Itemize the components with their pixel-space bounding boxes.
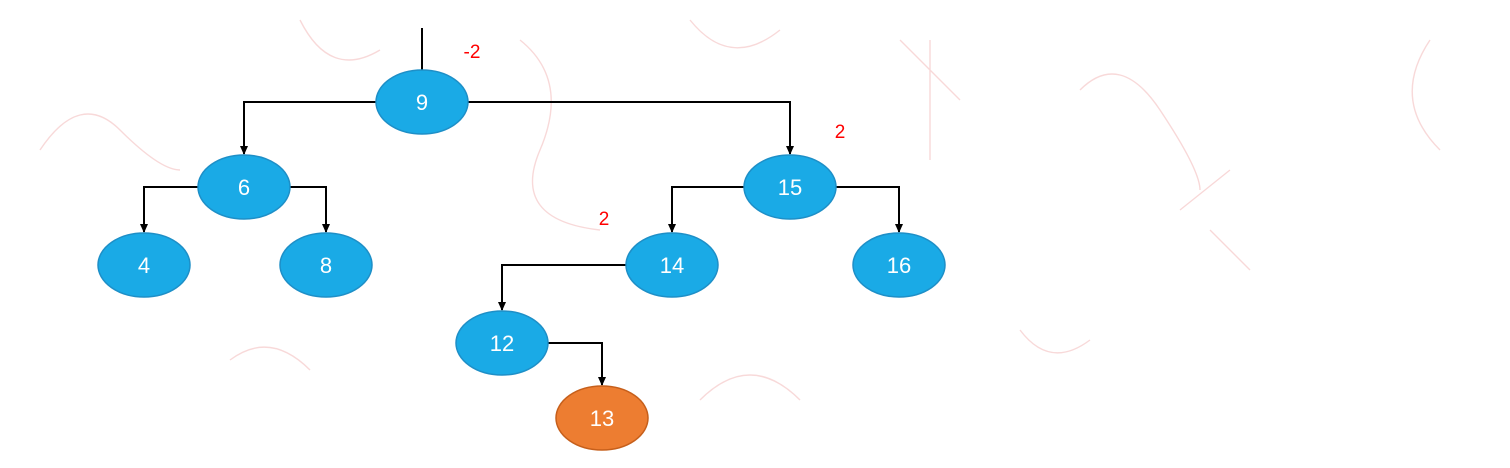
node-shape: [375, 69, 469, 135]
watermark-stroke: [1019, 329, 1091, 354]
edge-n6-to-n8: [290, 186, 330, 233]
balance-factors: -2 2 2: [464, 42, 846, 230]
tree-node-15: 15: [743, 154, 837, 220]
edge-n6-to-n4: [140, 186, 198, 233]
node-shape: [279, 232, 373, 298]
watermark-stroke: [1179, 169, 1251, 271]
tree-node-4: 4: [97, 232, 191, 298]
watermark-stroke: [519, 39, 601, 231]
node-label: 9: [416, 90, 428, 115]
node-label: 6: [238, 175, 250, 200]
node-label: 12: [490, 331, 514, 356]
tree-node-9: 9: [375, 69, 469, 135]
tree-edges: [140, 101, 903, 386]
node-shape: [455, 310, 549, 376]
tree-node-16: 16: [852, 232, 946, 298]
node-label: 14: [660, 253, 684, 278]
watermark: [39, 19, 1441, 401]
watermark-stroke: [1411, 39, 1441, 151]
balance-factor-n14: 2: [599, 209, 610, 230]
node-label: 13: [590, 406, 614, 431]
node-label: 15: [778, 175, 802, 200]
highlighted-node-shape: [555, 385, 649, 451]
edge-n15-to-n16: [836, 186, 903, 233]
tree-node-13: 13: [555, 385, 649, 451]
node-label: 4: [138, 253, 150, 278]
tree-node-14: 14: [625, 232, 719, 298]
tree-node-12: 12: [455, 310, 549, 376]
node-label: 16: [887, 253, 911, 278]
watermark-stroke: [899, 39, 961, 160]
node-shape: [625, 232, 719, 298]
node-shape: [97, 232, 191, 298]
tree-nodes: 9 6 15 4 8 14 16 12 13: [97, 69, 946, 451]
watermark-stroke: [699, 374, 801, 401]
node-label: 8: [320, 253, 332, 278]
edge-n9-to-n6: [240, 101, 376, 155]
tree-node-8: 8: [279, 232, 373, 298]
watermark-stroke: [229, 346, 311, 371]
balance-factor-n15: 2: [835, 122, 846, 143]
watermark-stroke: [299, 19, 381, 61]
watermark-stroke: [689, 19, 781, 49]
node-shape: [197, 154, 291, 220]
edge-n9-to-n15: [468, 101, 794, 155]
edge-n12-to-n13: [548, 342, 606, 386]
balance-factor-n9: -2: [464, 42, 481, 63]
edge-n14-to-n12: [498, 264, 626, 311]
tree-node-6: 6: [197, 154, 291, 220]
edge-n15-to-n14: [668, 186, 744, 233]
node-shape: [743, 154, 837, 220]
watermark-stroke: [1079, 73, 1201, 191]
watermark-stroke: [39, 113, 181, 171]
node-shape: [852, 232, 946, 298]
